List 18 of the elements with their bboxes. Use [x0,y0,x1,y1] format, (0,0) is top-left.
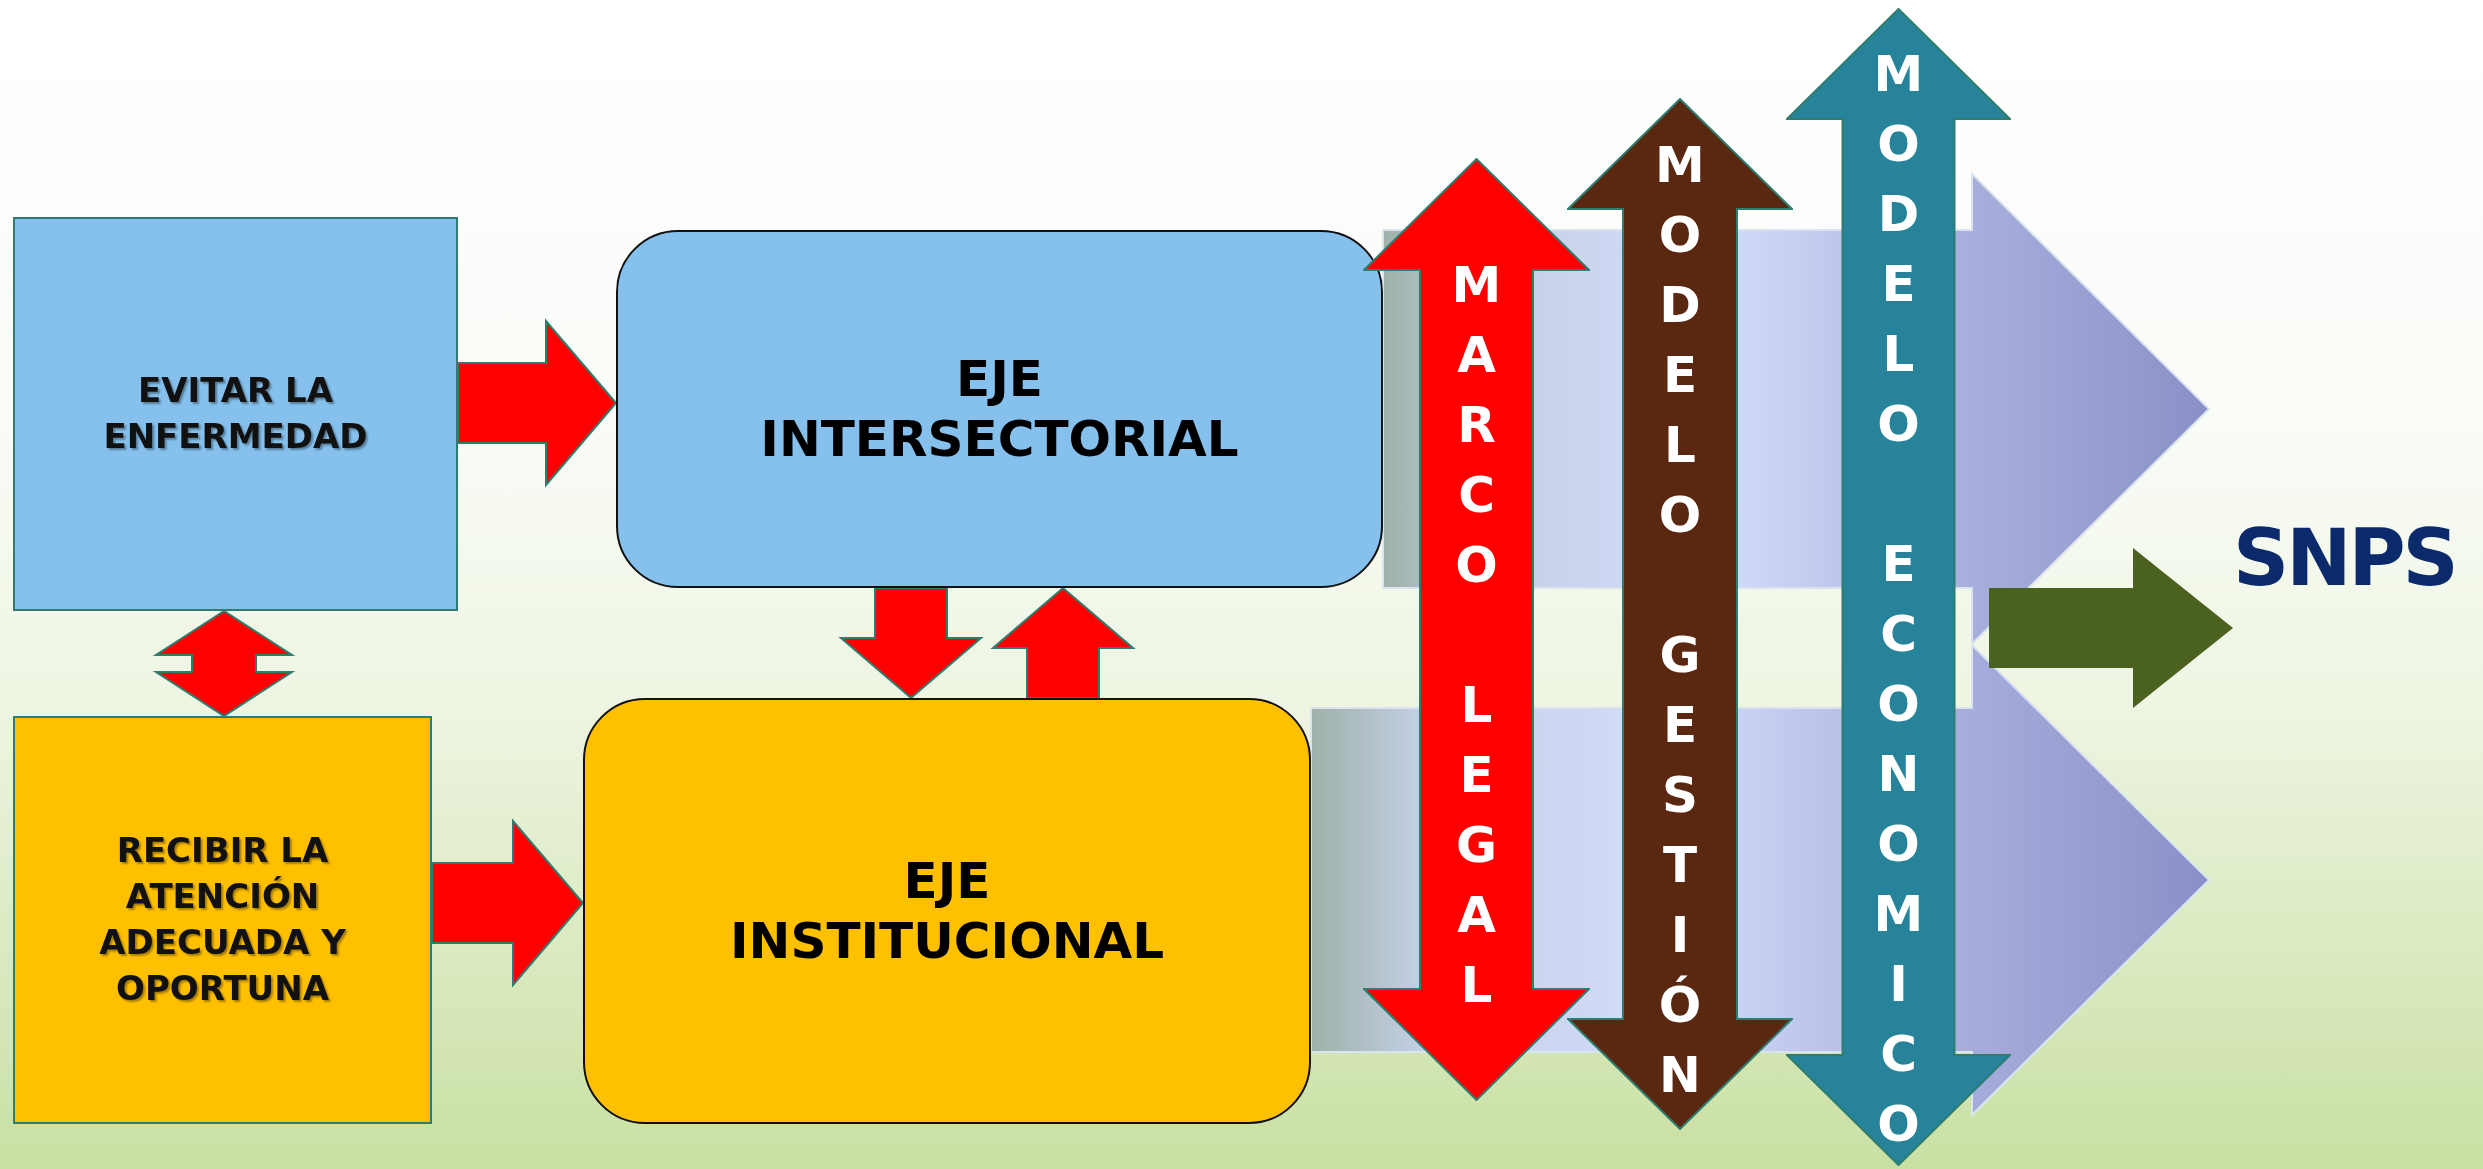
block-arrow [457,318,618,488]
box-label: EVITAR LA ENFERMEDAD [102,369,369,458]
heading-label: SNPS [2233,512,2457,597]
rounded-box [616,230,1383,588]
text-box [13,217,458,611]
block-arrow [1989,548,2233,708]
vertical-label: MODELO ECONOMICO [1873,44,1924,1155]
text-box [13,716,432,1124]
block-arrow [990,586,1136,699]
block-arrow [838,587,984,700]
vertical-label: MODELO GESTIÓN [1655,135,1705,1106]
vertical-label: MARCO LEGAL [1451,255,1502,1016]
rounded-box [583,698,1311,1124]
box-label: EJE INTERSECTORIAL [759,349,1240,469]
box-label: RECIBIR LA ATENCIÓN ADECUADA Y OPORTUNA [98,829,347,1010]
box-label: EJE INSTITUCIONAL [728,851,1166,971]
block-arrow [431,818,585,988]
double-block-arrow [152,609,296,718]
